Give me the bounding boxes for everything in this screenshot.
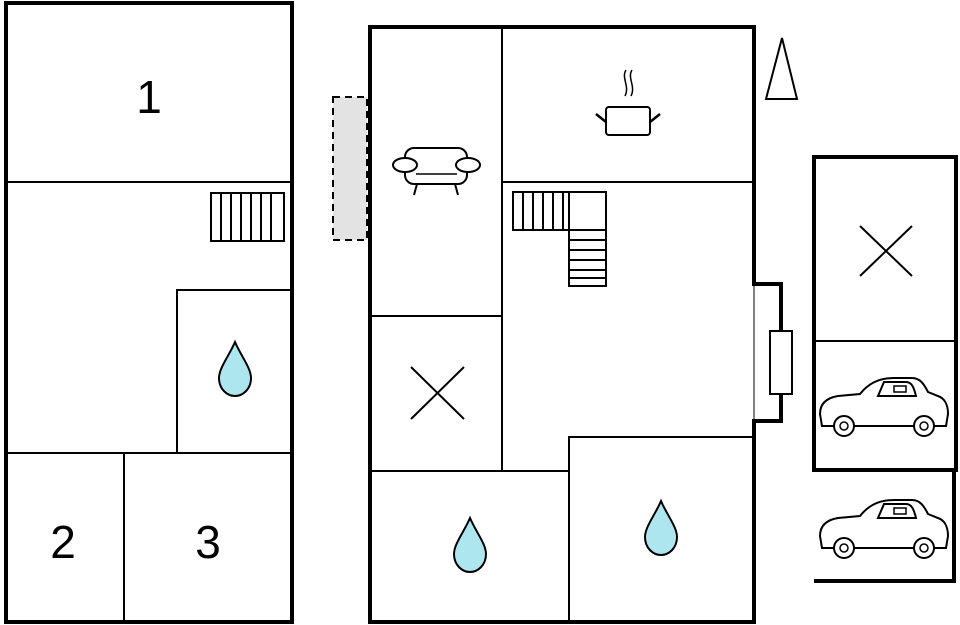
left-floor: 1 2 3 xyxy=(4,1,294,624)
door-icon xyxy=(769,330,793,395)
wall xyxy=(176,289,292,453)
water-drop-icon xyxy=(218,341,252,397)
car-icon xyxy=(819,499,949,559)
staircase-icon xyxy=(512,191,607,287)
sofa-icon xyxy=(392,147,481,196)
cooking-pot-icon xyxy=(595,69,661,136)
left-floor-outline xyxy=(4,1,294,624)
north-arrow-icon xyxy=(764,37,799,100)
outbuilding xyxy=(812,155,958,583)
main-floor xyxy=(332,25,793,624)
room-label-1: 1 xyxy=(136,71,162,123)
cross-icon xyxy=(410,366,465,420)
wall xyxy=(568,436,754,622)
staircase-icon xyxy=(210,192,285,242)
main-floor-outline xyxy=(368,25,756,624)
balcony xyxy=(332,96,368,241)
room-label-3: 3 xyxy=(195,516,221,568)
cross-icon xyxy=(859,225,913,277)
room-label-2: 2 xyxy=(50,516,76,568)
